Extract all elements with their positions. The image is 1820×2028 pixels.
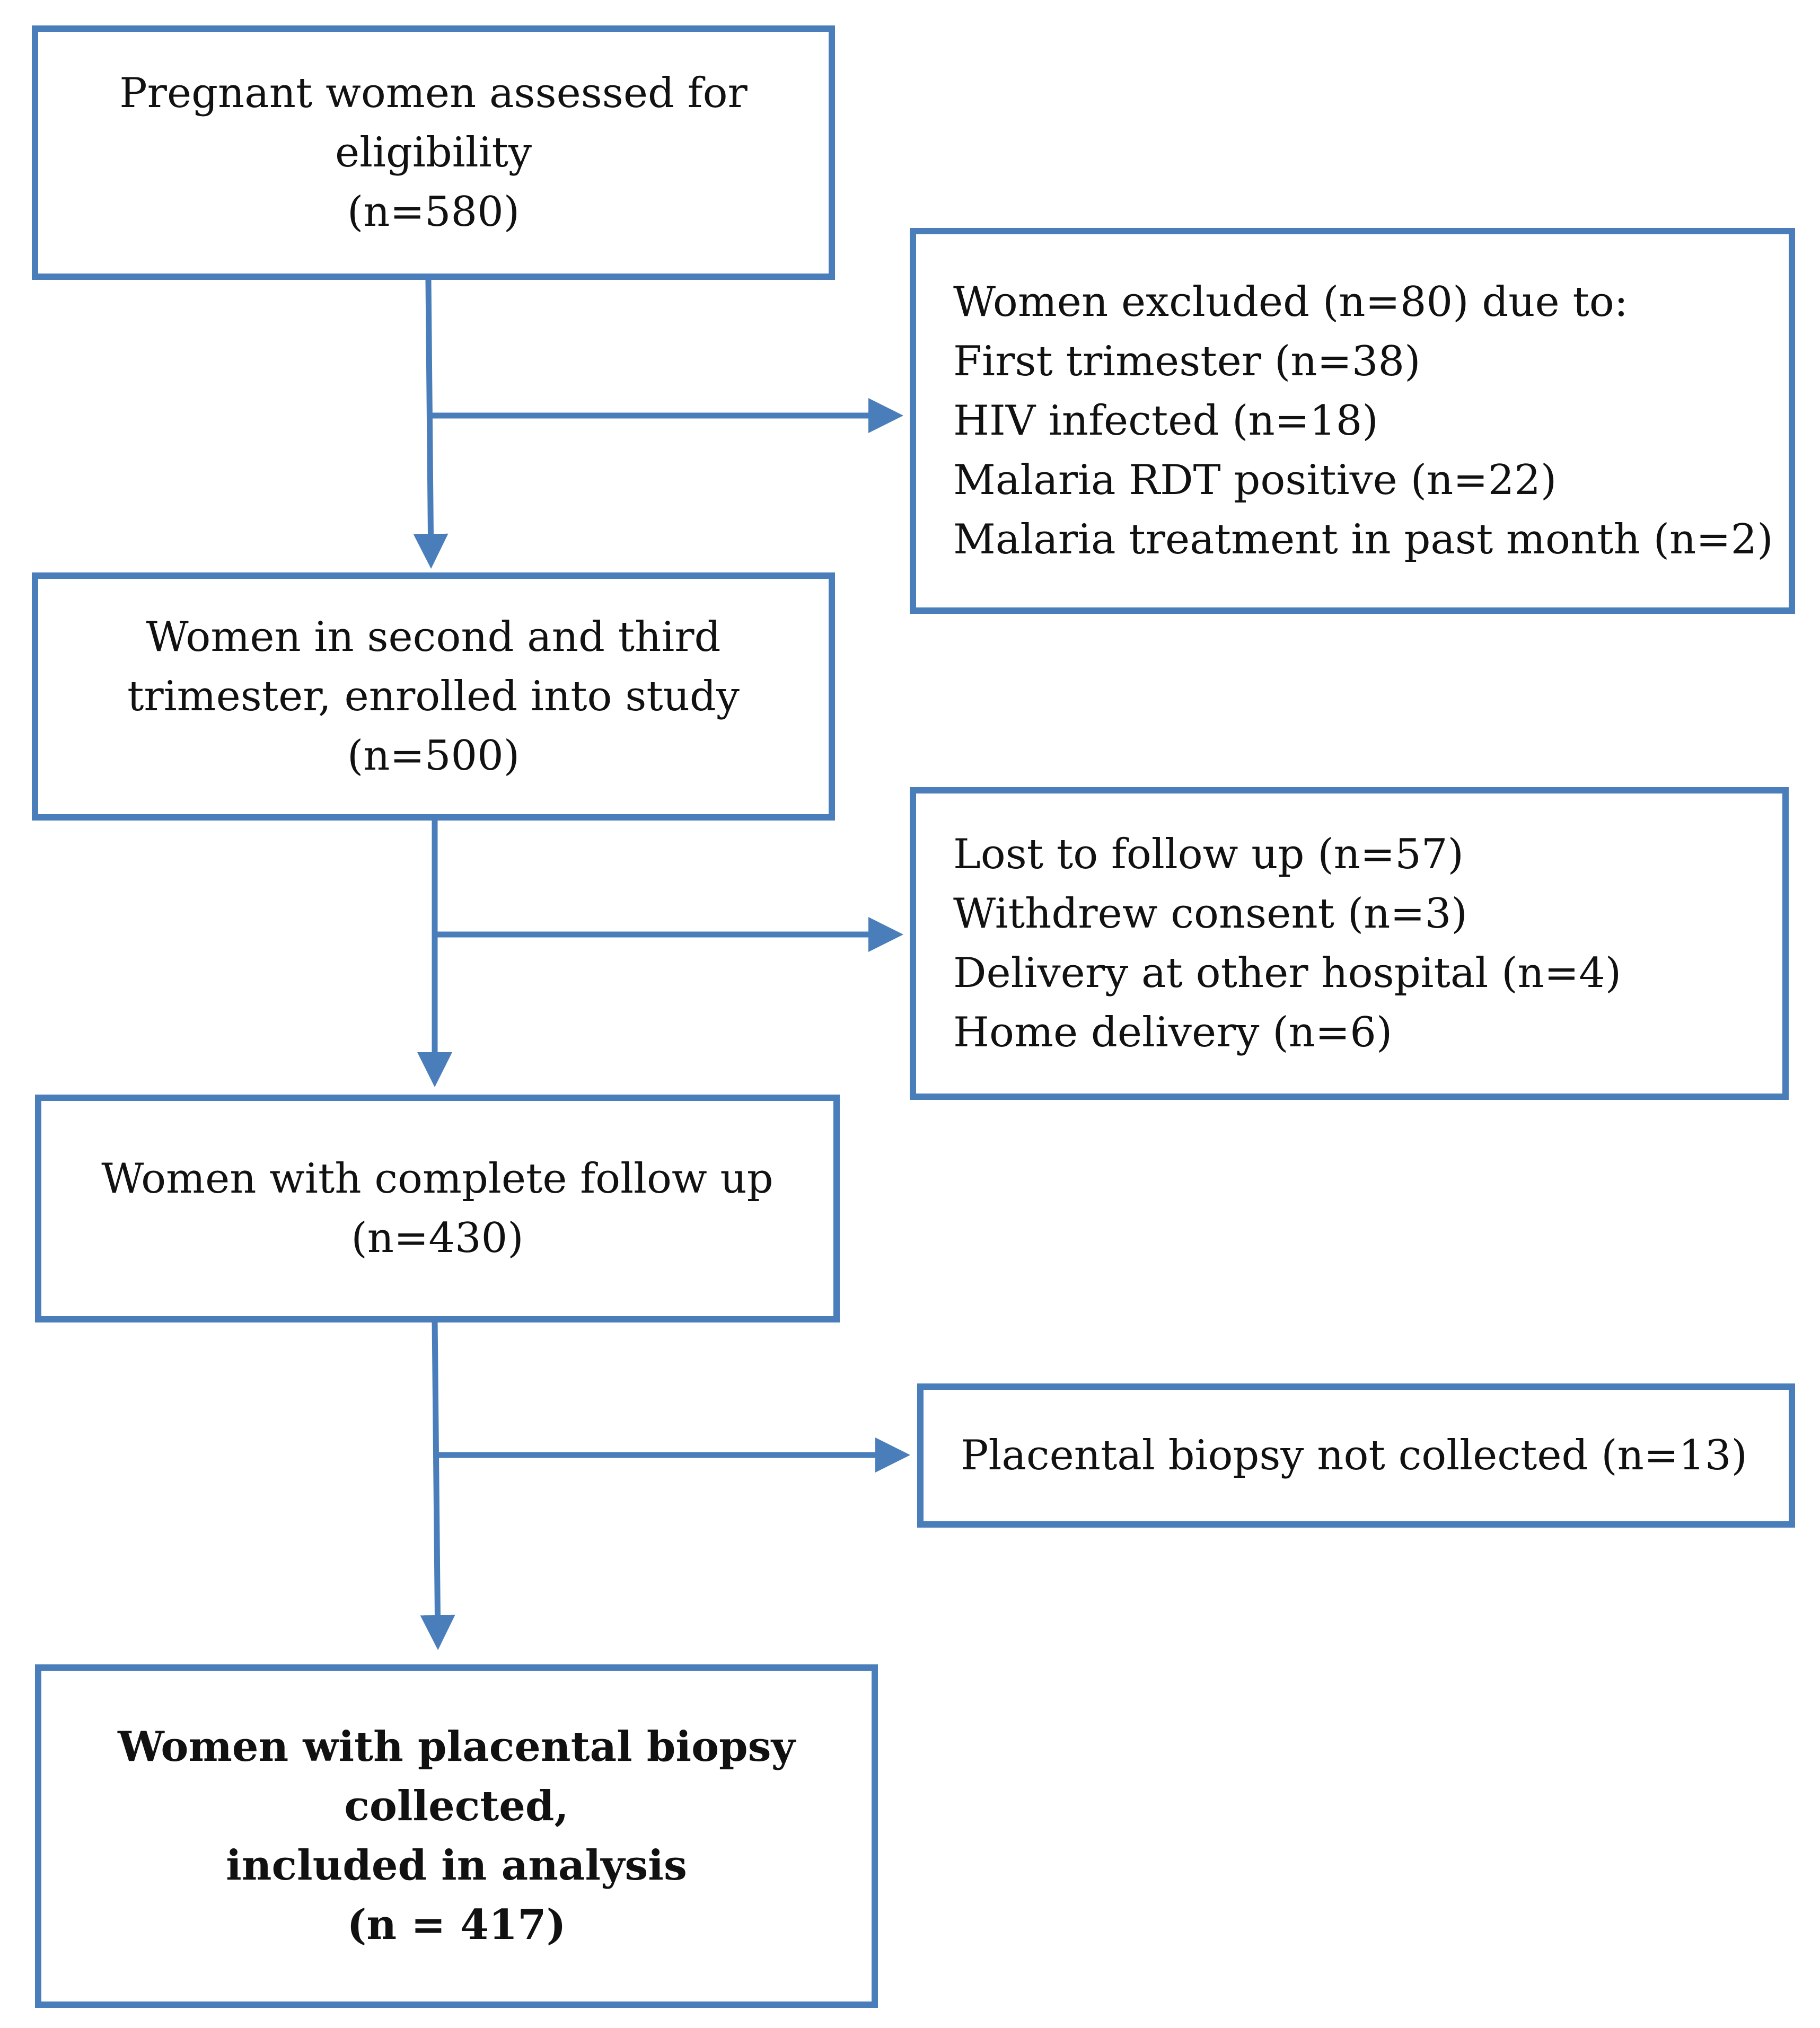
box-enrolled-line-1: Women in second and third xyxy=(146,613,721,661)
box-lost: Lost to follow up (n=57) Withdrew consen… xyxy=(910,787,1789,1100)
arrow-complete-to-analysis xyxy=(420,1318,455,1650)
box-assessed-line-3: (n=580) xyxy=(347,188,520,236)
box-excluded-line-5: Malaria treatment in past month (n=2) xyxy=(953,516,1773,563)
box-analysis-line-4: (n = 417) xyxy=(347,1901,566,1949)
box-analysis-line-2: collected, xyxy=(344,1782,569,1830)
box-analysis-line-1: Women with placental biopsy xyxy=(118,1723,795,1771)
box-complete-line-2: (n=430) xyxy=(351,1214,524,1262)
box-excluded-line-2: First trimester (n=38) xyxy=(953,338,1421,385)
box-excluded-line-4: Malaria RDT positive (n=22) xyxy=(953,456,1557,504)
box-enrolled-line-3: (n=500) xyxy=(347,732,520,780)
box-assessed: Pregnant women assessed for eligibility … xyxy=(32,25,835,280)
box-lost-line-4: Home delivery (n=6) xyxy=(953,1009,1393,1056)
box-complete-line-1: Women with complete follow up xyxy=(101,1155,773,1203)
box-not-collected: Placental biopsy not collected (n=13) xyxy=(917,1383,1795,1528)
box-lost-line-1: Lost to follow up (n=57) xyxy=(953,831,1464,878)
box-excluded: Women excluded (n=80) due to: First trim… xyxy=(910,228,1795,614)
box-excluded-line-1: Women excluded (n=80) due to: xyxy=(953,278,1629,326)
box-excluded-line-3: HIV infected (n=18) xyxy=(953,397,1378,445)
arrow-assessed-to-enrolled xyxy=(413,279,449,569)
box-assessed-line-2: eligibility xyxy=(335,129,532,177)
box-enrolled-line-2: trimester, enrolled into study xyxy=(127,673,740,720)
box-not-collected-line-1: Placental biopsy not collected (n=13) xyxy=(961,1432,1747,1479)
box-assessed-line-1: Pregnant women assessed for xyxy=(119,69,748,117)
box-enrolled: Women in second and third trimester, enr… xyxy=(32,572,835,821)
box-analysis-line-3: included in analysis xyxy=(226,1841,687,1890)
box-analysis: Women with placental biopsy collected, i… xyxy=(35,1664,878,2008)
box-lost-line-2: Withdrew consent (n=3) xyxy=(953,890,1467,938)
box-lost-line-3: Delivery at other hospital (n=4) xyxy=(953,949,1622,997)
box-complete: Women with complete follow up (n=430) xyxy=(35,1095,840,1322)
